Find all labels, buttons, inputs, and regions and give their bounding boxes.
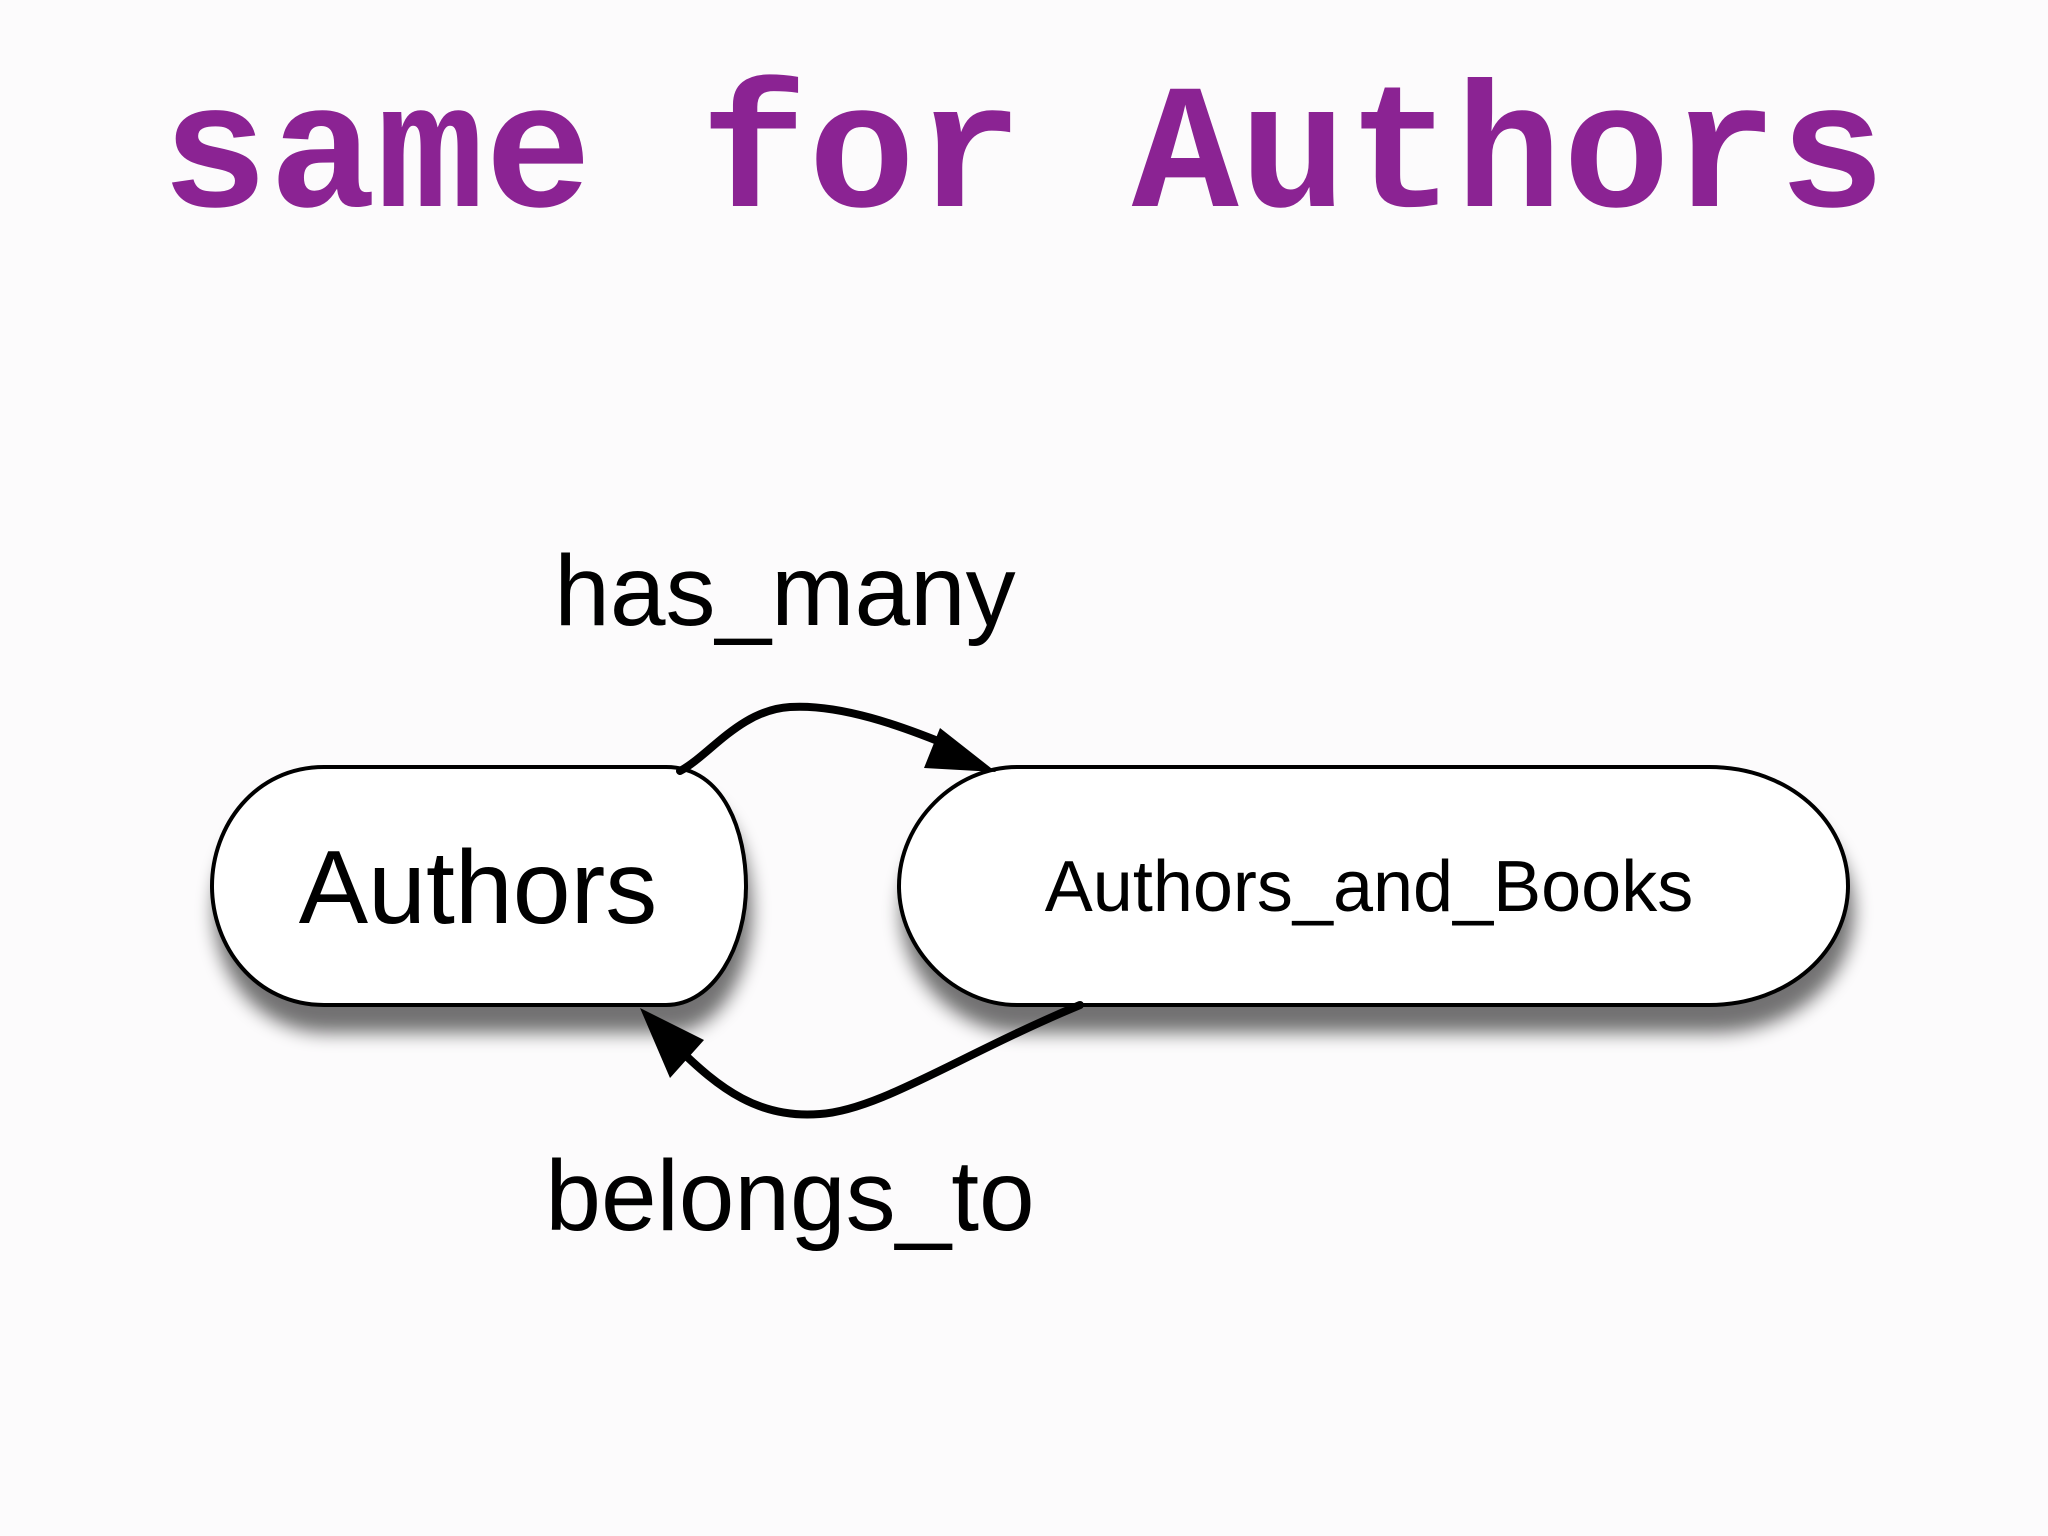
- edge-has-many-line: [676, 702, 959, 775]
- edge-has-many-arrowhead: [924, 728, 996, 772]
- node-authors-label: Authors: [299, 830, 657, 946]
- node-authors-and-books-shape: [896, 765, 1851, 1007]
- edge-belongs-to-label: belongs_to: [545, 1140, 1034, 1252]
- node-authors-and-books-label: Authors_and_Books: [1045, 847, 1693, 927]
- edge-belongs-to-arrowhead: [640, 1008, 704, 1078]
- edge-belongs-to: belongs_to: [545, 1001, 1084, 1252]
- node-authors-and-books: Authors_and_Books: [896, 765, 1851, 1007]
- node-authors-shape: [209, 765, 749, 1007]
- edge-belongs-to-line: [671, 1001, 1084, 1119]
- edge-has-many: has_many: [554, 535, 1016, 775]
- slide-title: same for Authors: [161, 59, 1887, 260]
- edge-has-many-label: has_many: [554, 535, 1015, 647]
- node-authors: Authors: [209, 765, 749, 1007]
